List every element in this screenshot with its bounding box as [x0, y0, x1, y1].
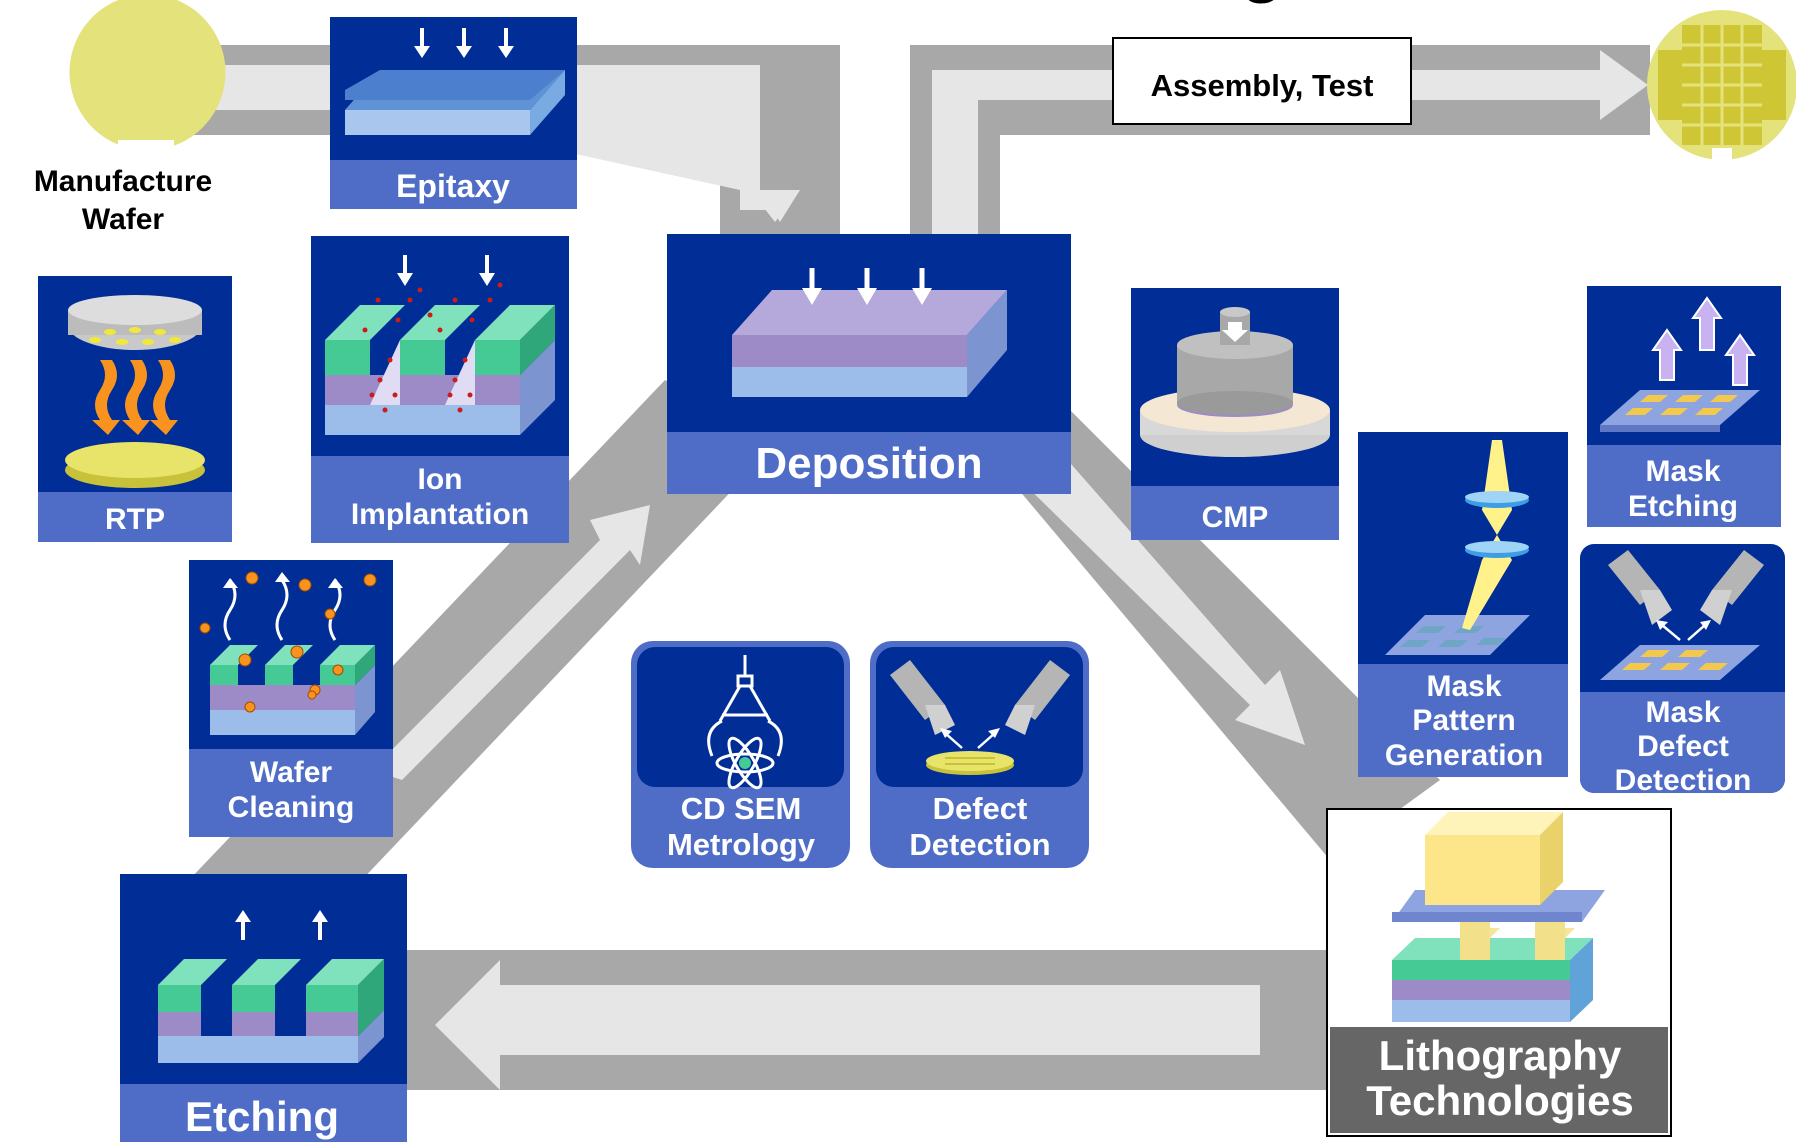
- cmp-box: [1131, 288, 1339, 540]
- mask-etching-box: [1587, 286, 1781, 527]
- etching-box: [120, 874, 407, 1142]
- mask-defect-label-line3: Detection: [1615, 764, 1752, 797]
- defect-label-line2: Detection: [909, 827, 1050, 862]
- assembly-test-label: Assembly, Test: [1151, 68, 1374, 103]
- defect-detection-box: [870, 641, 1089, 868]
- start-label-line2: Wafer: [82, 203, 165, 236]
- mask-pattern-label-line2: Pattern: [1412, 704, 1515, 737]
- cdsem-label-line2: Metrology: [667, 827, 816, 862]
- mask-pattern-box: [1358, 432, 1568, 777]
- etching-label: Etching: [185, 1093, 339, 1140]
- start-label-line1: Manufacture: [34, 165, 212, 198]
- deposition-label: Deposition: [755, 439, 982, 488]
- mask-etching-label-line2: Etching: [1628, 490, 1738, 523]
- litho-label-line1: Lithography: [1379, 1032, 1622, 1079]
- ion-implantation-box: [311, 236, 569, 543]
- title-fragment: g: [1240, 0, 1284, 4]
- cdsem-label-line1: CD SEM: [681, 791, 802, 826]
- lithography-box: [1326, 808, 1672, 1137]
- deposition-box: [667, 234, 1071, 494]
- defect-label-line1: Defect: [933, 791, 1028, 826]
- cleaning-label-line1: Wafer: [250, 756, 333, 789]
- mask-pattern-label-line1: Mask: [1426, 670, 1501, 703]
- assembly-test-box: [1112, 37, 1412, 125]
- epitaxy-box: [330, 17, 577, 209]
- mask-etching-label-line1: Mask: [1645, 455, 1720, 488]
- mask-defect-label-line1: Mask: [1645, 696, 1720, 729]
- litho-label-line2: Technologies: [1366, 1077, 1634, 1124]
- ion-label-line1: Ion: [418, 463, 463, 496]
- rtp-box: [38, 276, 232, 542]
- ion-label-line2: Implantation: [351, 498, 529, 531]
- mask-pattern-label-line3: Generation: [1385, 739, 1543, 772]
- cmp-label: CMP: [1202, 501, 1269, 534]
- cleaning-label-line2: Cleaning: [228, 791, 355, 824]
- start-wafer: [69, 0, 226, 150]
- epitaxy-label: Epitaxy: [396, 168, 510, 204]
- wafer-cleaning-box: [189, 560, 393, 837]
- cdsem-box: [631, 641, 850, 868]
- end-chip-wafer: [1647, 10, 1796, 163]
- mask-defect-label-line2: Defect: [1637, 730, 1729, 763]
- rtp-label: RTP: [105, 503, 165, 536]
- mask-defect-box: [1580, 544, 1785, 793]
